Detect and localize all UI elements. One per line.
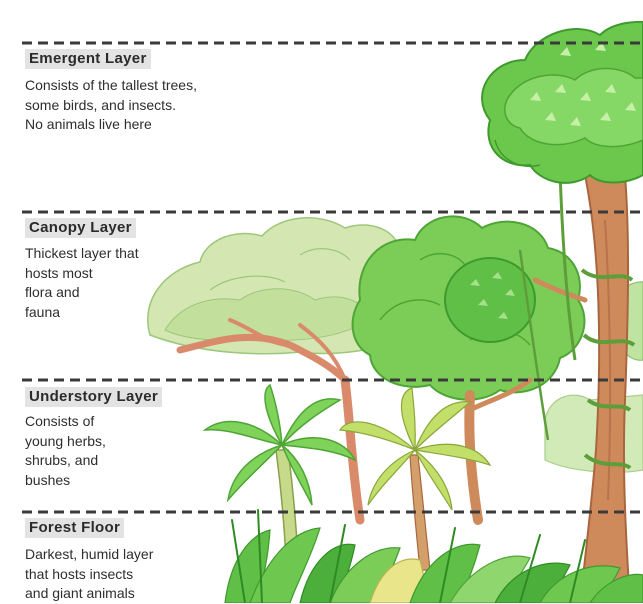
forest-floor-title: Forest Floor — [25, 518, 124, 538]
emergent-layer-title: Emergent Layer — [25, 49, 151, 69]
forest-floor-description: Darkest, humid layer that hosts insects … — [25, 545, 153, 604]
canopy-layer-description: Thickest layer that hosts most flora and… — [25, 244, 139, 322]
understory-layer-title: Understory Layer — [25, 387, 162, 407]
emergent-layer-description: Consists of the tallest trees, some bird… — [25, 76, 197, 135]
canopy-layer-title: Canopy Layer — [25, 218, 136, 238]
palm-tree — [205, 385, 355, 560]
understory-layer-description: Consists of young herbs, shrubs, and bus… — [25, 412, 106, 490]
